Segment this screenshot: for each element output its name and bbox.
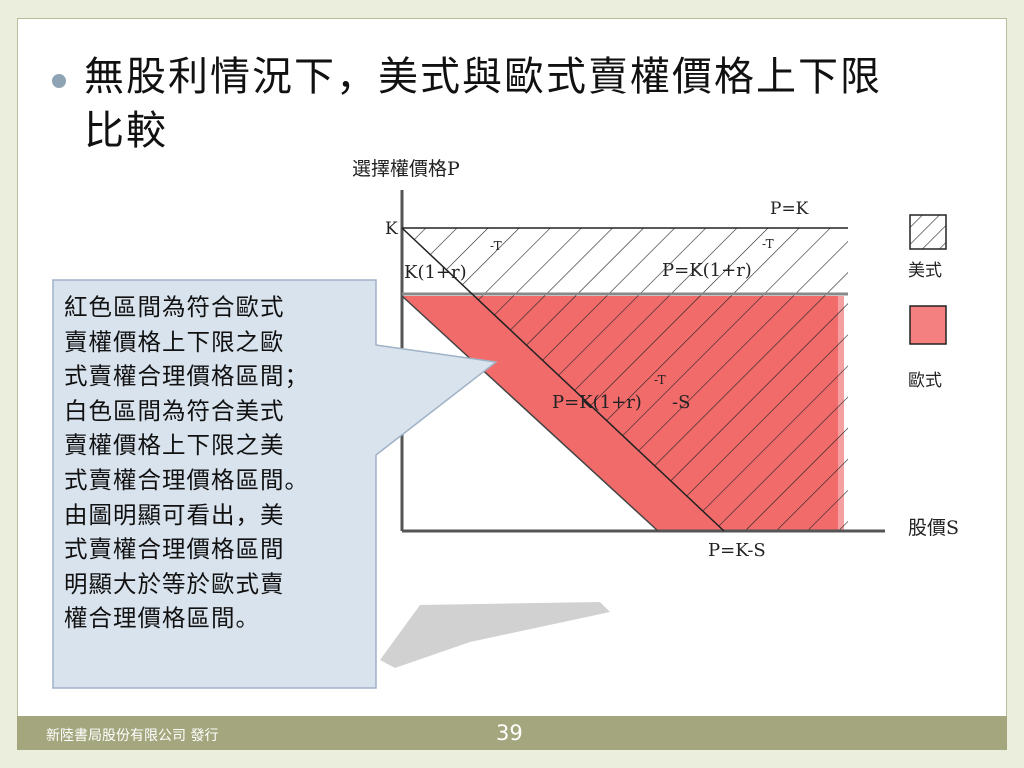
k-tick-label: K (385, 219, 398, 239)
callout-box (52, 279, 498, 689)
x-axis-label: 股價S (908, 517, 959, 539)
pv-strike-left-label: K(1+r) (404, 262, 467, 283)
american-lower-bound-line (401, 227, 725, 532)
legend-american-label: 美式 (908, 261, 942, 281)
european-lower-label-post: -S (672, 392, 690, 413)
footer-bar (17, 716, 1007, 750)
pv-strike-left-exp: -T (490, 239, 502, 253)
legend-european-label: 歐式 (908, 371, 942, 391)
bullet-icon (52, 74, 66, 88)
slide-title-line2: 比較 (84, 108, 168, 154)
callout-shadow (380, 602, 610, 668)
legend-european-swatch (909, 305, 947, 345)
pv-strike-right-exp: -T (762, 237, 774, 251)
legend-american-swatch (909, 214, 947, 250)
european-lower-bound-line (401, 295, 659, 532)
page-number: 39 (496, 721, 523, 745)
american-lower-label: P=K-S (708, 540, 766, 561)
european-lower-label-pre: P=K(1+r) (552, 392, 642, 413)
footer-publisher: 新陸書局股份有限公司 發行 (46, 728, 219, 744)
upper-bound-label: P=K (770, 199, 809, 219)
slide-title-line1: 無股利情況下，美式與歐式賣權價格上下限 (84, 54, 882, 100)
y-axis-label: 選擇權價格P (352, 158, 460, 180)
callout-text: 紅色區間為符合歐式 賣權價格上下限之歐 式賣權合理價格區間； 白色區間為符合美式… (64, 293, 309, 633)
european-lower-label-exp: -T (654, 373, 666, 387)
pv-strike-right-label: P=K(1+r) (662, 260, 752, 281)
american-region (402, 228, 848, 531)
